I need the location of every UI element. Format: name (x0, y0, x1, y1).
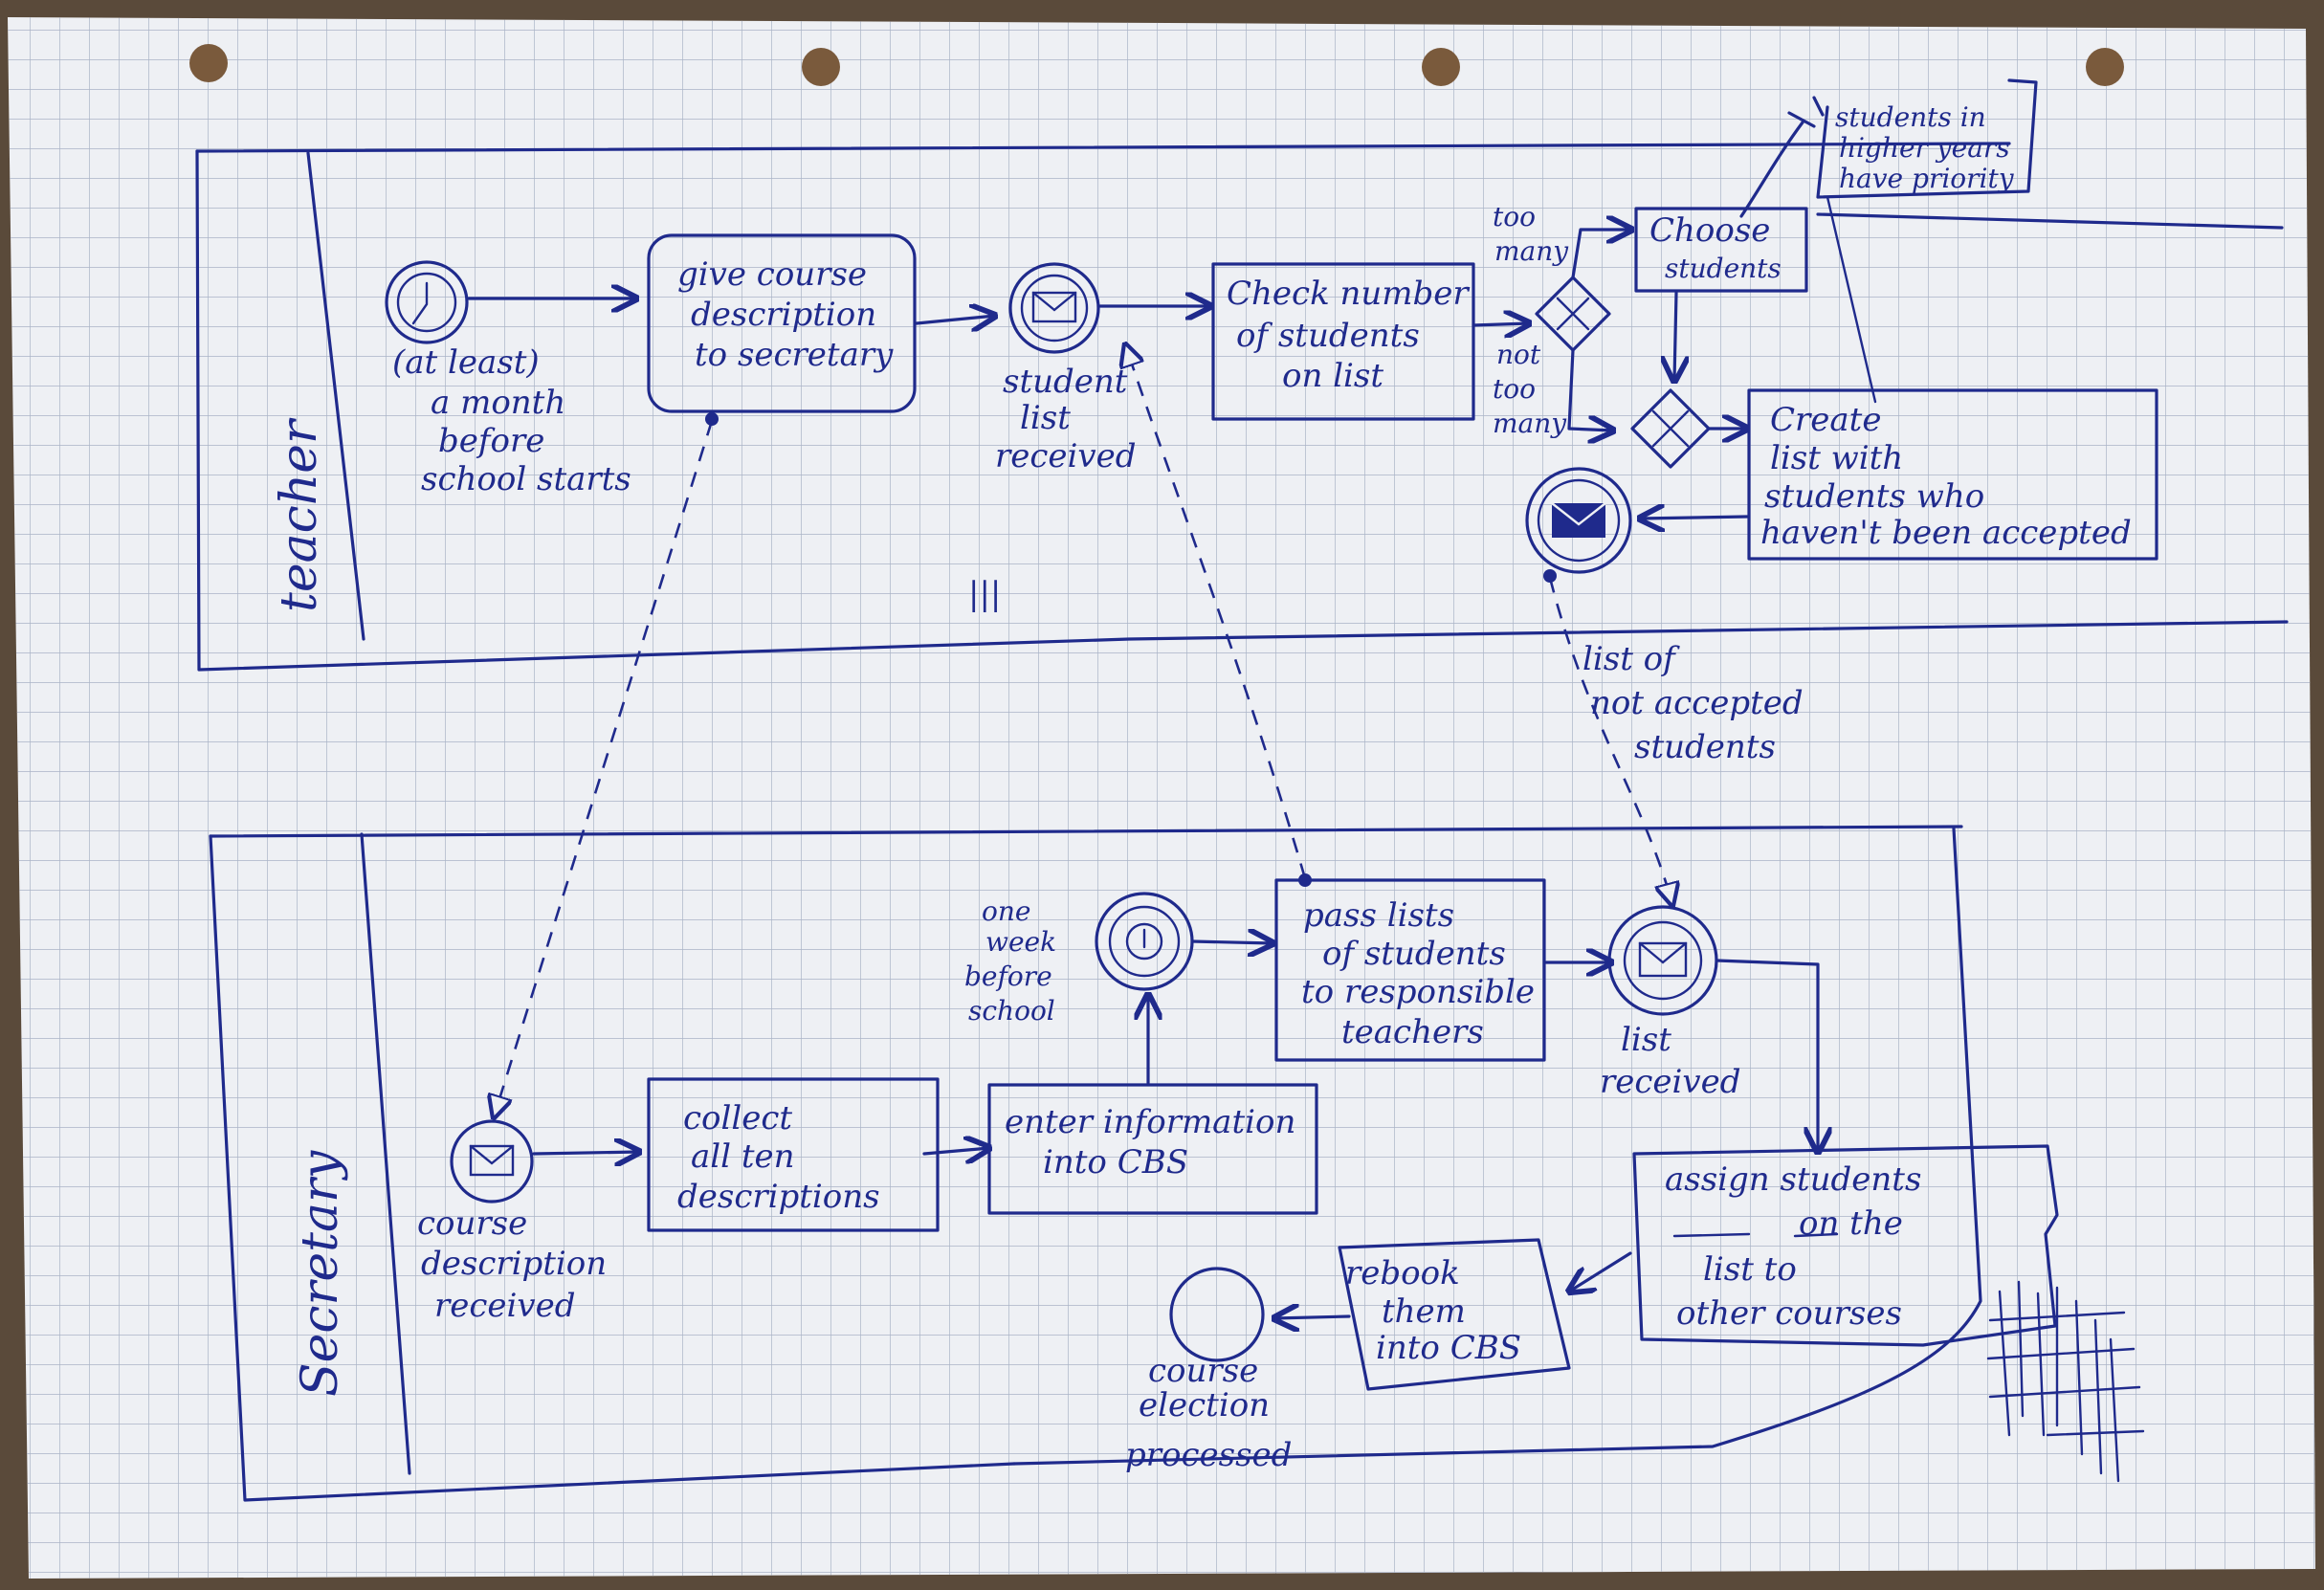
message-throw-event (1525, 467, 1632, 574)
gateway-merge (1630, 388, 1711, 469)
tally-marks: ||| (968, 575, 1001, 613)
scribble-marks (1986, 1280, 2145, 1483)
task-choose-students (1634, 207, 1808, 293)
binder-hole (2086, 48, 2124, 86)
binder-hole (802, 48, 840, 86)
task-check-number (1211, 262, 1475, 421)
one-week-timer-label: one week before school (964, 895, 1065, 1027)
task-rebook-label: rebook them into CBS (1345, 1254, 1521, 1367)
task-give-label: give course description to secretary (677, 255, 894, 374)
task-assign-label: assign students on the list to other cou… (1665, 1160, 1932, 1333)
student-list-received-label: student list received (995, 363, 1138, 475)
binder-hole (1422, 48, 1460, 86)
task-enter-label: enter information into CBS (1005, 1103, 1306, 1181)
priority-annotation (1739, 78, 2038, 218)
task-collect-label: collect all ten descriptions (677, 1099, 880, 1216)
task-pass-label: pass lists of students to responsible te… (1301, 896, 1545, 1051)
start-event-label: (at least) a month before school starts (392, 343, 631, 498)
message-flows (494, 344, 1672, 1117)
message-flow-label: list of not accepted students (1583, 640, 1813, 766)
start-timer-event (385, 260, 469, 344)
task-choose-label: Choose students (1649, 211, 1782, 284)
course-election-end-event (1169, 1267, 1265, 1362)
label-not-too-many: not too many (1493, 339, 1567, 439)
lane-label-teacher: teacher (271, 417, 328, 612)
binder-hole (189, 44, 228, 82)
task-rebook (1338, 1238, 1571, 1391)
task-check-label: Check number of students on list (1227, 275, 1478, 395)
student-list-received-event (1008, 262, 1100, 354)
task-collect-descriptions (647, 1077, 940, 1232)
secretary-pool (209, 825, 1982, 1502)
task-assign-students (1632, 1144, 2059, 1347)
priority-annotation-text: students in higher years have priority (1835, 101, 2019, 194)
course-description-received-label: course description received (417, 1204, 617, 1325)
task-create-label: Create list with students who haven't be… (1760, 401, 2132, 552)
lane-label-secretary: Secretary (292, 1150, 349, 1397)
end-event-label: course election processed (1125, 1352, 1292, 1474)
task-create-list (1747, 388, 2158, 561)
task-enter-information (987, 1083, 1318, 1215)
teacher-pool (195, 142, 2289, 672)
list-received-label: list received (1600, 1021, 1741, 1101)
task-give-course-description (647, 233, 917, 413)
one-week-timer-event (1095, 892, 1194, 991)
label-too-many: too many (1493, 201, 1569, 267)
grid-pattern (8, 17, 2315, 1579)
task-pass-lists (1274, 878, 1546, 1062)
